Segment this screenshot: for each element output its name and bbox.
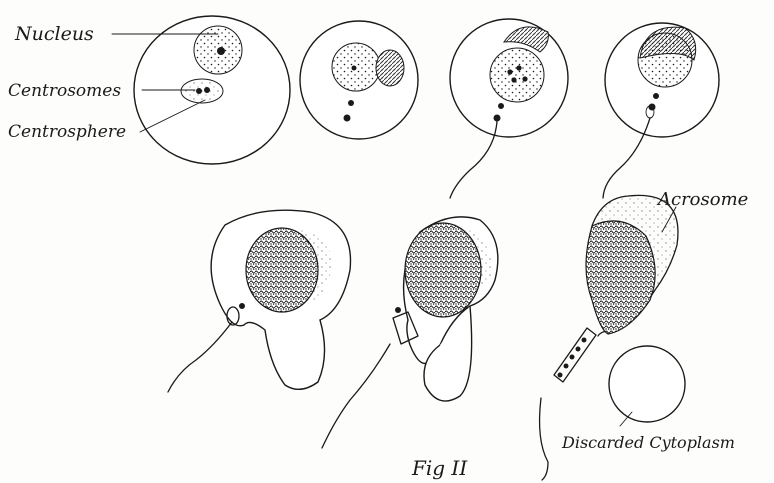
centrosome	[395, 307, 401, 313]
centrosome	[348, 100, 354, 106]
cell-stage-2	[300, 21, 418, 139]
centrosome	[653, 93, 659, 99]
nucleus-condensed	[405, 223, 481, 317]
centrosphere	[376, 50, 404, 86]
nucleus	[638, 33, 692, 87]
mitochondrion	[582, 338, 587, 343]
mitochondrion	[576, 347, 581, 352]
nucleus-condensed	[246, 228, 318, 312]
cell-stage-5	[168, 210, 351, 392]
label-nucleus: Nucleus	[14, 23, 94, 45]
chromatin-dot	[516, 65, 521, 70]
label-centrosomes: Centrosomes	[8, 81, 121, 101]
chromatin-dot	[511, 77, 516, 82]
centrosome	[344, 115, 351, 122]
flagellum	[322, 344, 390, 448]
figure-caption: Fig II	[411, 456, 468, 480]
centrosome	[204, 87, 210, 93]
nucleolus	[352, 66, 357, 71]
label-discarded-cytoplasm: Discarded Cytoplasm	[561, 433, 735, 452]
label-centrosphere: Centrosphere	[8, 122, 126, 142]
chromatin-dot	[522, 76, 527, 81]
centrosome	[239, 303, 245, 309]
chromatin-dot	[507, 69, 512, 74]
nucleus	[490, 48, 544, 102]
flagellum	[168, 322, 232, 392]
mitochondrion	[564, 364, 569, 369]
centrosome	[498, 103, 504, 109]
nucleus-condensed	[586, 221, 655, 334]
mitochondrion	[570, 355, 575, 360]
label-acrosome: Acrosome	[656, 189, 748, 210]
cell-stage-4	[603, 23, 719, 198]
cell-stage-3	[450, 19, 568, 198]
mitochondrion	[558, 373, 563, 378]
nucleolus	[217, 47, 225, 55]
centrosome	[196, 88, 202, 94]
flagellum	[540, 398, 548, 480]
discarded-cytoplasm-body	[609, 346, 685, 422]
